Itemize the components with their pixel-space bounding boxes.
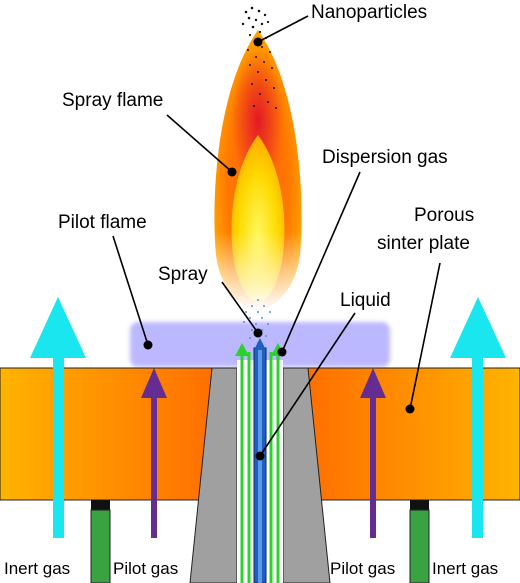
label-inert-gas-right: Inert gas: [432, 559, 498, 578]
label-pilot-flame: Pilot flame: [58, 212, 147, 233]
label-nanoparticles: Nanoparticles: [311, 2, 427, 23]
dispersion-gas-lines: [235, 343, 285, 583]
flame-base-fade: [214, 30, 302, 310]
leader-dots: [143, 37, 415, 461]
inert-gas-arrow-right: [450, 297, 506, 538]
feed-tube-right: [409, 500, 430, 583]
liquid-tip: [254, 338, 266, 350]
pilot-gas-arrow-right: [360, 368, 386, 538]
label-spray-flame: Spray flame: [62, 90, 163, 111]
pilot-gas-arrow-left: [141, 368, 167, 538]
label-liquid: Liquid: [340, 290, 391, 311]
label-pilot-gas-left: Pilot gas: [113, 559, 178, 578]
feed-tube-left: [90, 500, 111, 583]
nozzle-body: [189, 367, 238, 583]
inert-gas-arrow-left: [30, 297, 86, 538]
label-pilot-gas-right: Pilot gas: [330, 559, 395, 578]
label-spray: Spray: [158, 264, 208, 285]
label-sinter-plate: sinter plate: [377, 233, 470, 254]
label-dispersion-gas: Dispersion gas: [322, 147, 448, 168]
label-porous: Porous: [414, 205, 474, 226]
label-inert-gas-left: Inert gas: [4, 559, 70, 578]
liquid-highlight: [258, 348, 262, 583]
nanoparticle-dots: [241, 6, 277, 109]
leader-lines: [112, 15, 441, 457]
